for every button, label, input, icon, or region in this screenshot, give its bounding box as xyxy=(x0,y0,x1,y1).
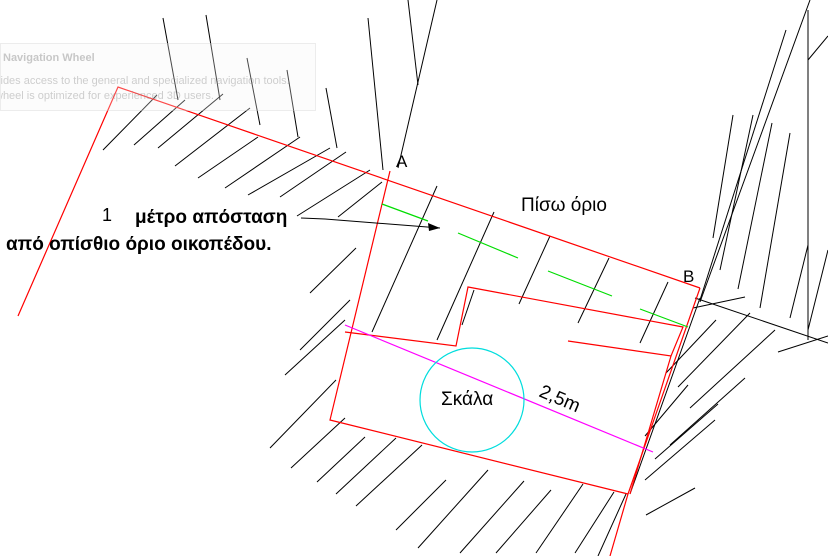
hatch-lines xyxy=(102,0,828,556)
offset-line xyxy=(381,203,689,328)
tooltip-line-2: wheel is optimized for experienced 3D us… xyxy=(0,90,214,102)
point-a-label: A xyxy=(396,152,408,171)
navigation-wheel-tooltip: Navigation Wheel vides access to the gen… xyxy=(0,43,316,111)
rear-boundary-label: Πίσω όριο xyxy=(521,195,607,216)
stair-circle xyxy=(419,347,525,453)
point-b-label: B xyxy=(683,267,694,286)
note-line-1: μέτρο απόσταση xyxy=(135,207,287,228)
dimension-label: 2,5m xyxy=(536,381,583,417)
dimension-line xyxy=(344,324,654,453)
note-number: 1 xyxy=(102,205,112,225)
leader-line xyxy=(300,217,441,229)
leader-arrowhead xyxy=(428,223,440,231)
boundary-lines xyxy=(17,86,701,556)
tooltip-title: Navigation Wheel xyxy=(3,52,95,64)
tooltip-line-1: vides access to the general and speciali… xyxy=(0,75,290,87)
stair-label: Σκάλα xyxy=(441,389,493,410)
note-line-2: από οπίσθιο όριο οικοπέδου. xyxy=(6,234,271,255)
